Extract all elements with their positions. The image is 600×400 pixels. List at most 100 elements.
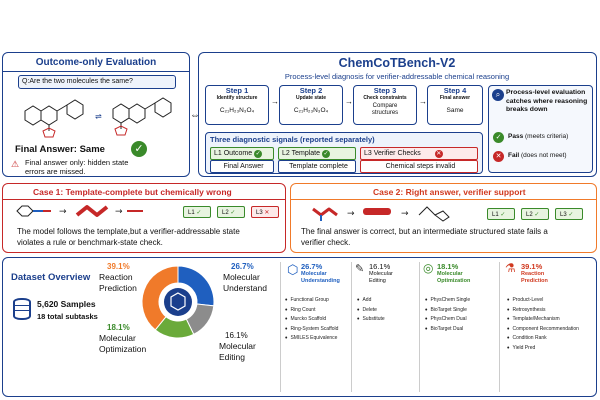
- arrow-right-icon: →: [419, 97, 427, 106]
- seg-understand-name1: Molecular: [223, 272, 260, 282]
- process-note-box: ⌕ Process-level evaluation catches where…: [488, 85, 593, 173]
- case2-l1-text: L1: [492, 212, 499, 218]
- list-item: Template/Mechanism: [507, 315, 579, 325]
- seg-editing-name1: Molecular: [219, 341, 256, 351]
- case2-l3-text: L3: [560, 212, 567, 218]
- pass-legend: Pass (meets criteria): [508, 133, 568, 140]
- step-1-value: C₂₁H₂₃N₃O₄: [219, 107, 255, 114]
- step-3-value: Compare structures: [371, 103, 399, 116]
- x-icon: ✕: [434, 150, 443, 158]
- case2-l2-text: L2: [526, 212, 533, 218]
- case1-l2-text: L2: [222, 210, 229, 216]
- seg-reaction-name2: Prediction: [99, 283, 137, 293]
- list-item: PhysChem Single: [425, 296, 470, 306]
- svg-text:→: →: [115, 207, 123, 217]
- case1-text-line2: violates a rule or benchmark-state check…: [17, 238, 163, 247]
- cat-reaction-pct: 39.1%: [521, 262, 543, 271]
- case1-l1-text: L1: [188, 210, 195, 216]
- case1-l2-pill: L2 ✓: [217, 206, 245, 218]
- cat-optimization-name2: Optimization: [437, 278, 471, 284]
- category-divider: [280, 262, 281, 392]
- svg-text:→: →: [401, 209, 409, 219]
- check-icon: ✓: [196, 210, 202, 216]
- check-icon: ✓: [534, 212, 540, 218]
- signal-l3-text: L3 Verifier Checks: [364, 150, 421, 157]
- seg-optimization-name2: Optimization: [99, 344, 147, 354]
- signals-title: Three diagnostic signals (reported separ…: [210, 135, 375, 144]
- seg-optimization-name1: Molecular: [99, 333, 136, 343]
- list-item: BioTarget Dual: [425, 325, 470, 335]
- outcome-note-line1: Final answer only: hidden state: [25, 158, 129, 167]
- outcome-title: Outcome-only Evaluation: [35, 57, 157, 68]
- signals-box: Three diagnostic signals (reported separ…: [205, 132, 483, 174]
- list-item: Functional Group: [285, 296, 338, 306]
- signal-l3-detail: Chemical steps invalid: [360, 160, 478, 173]
- seg-understand-name2: Understand: [223, 283, 267, 293]
- case1-text-line1: The model follows the template,but a ver…: [17, 227, 240, 236]
- cat-editing-list: Add Delete Substitute: [357, 296, 385, 325]
- magnifier-icon: ⌕: [492, 89, 504, 101]
- question-text: Q:Are the two molecules the same?: [22, 78, 133, 85]
- signal-l2-text: L2 Template: [282, 150, 321, 157]
- seg-understand-pct: 26.7%: [231, 262, 254, 271]
- seg-reaction-pct: 39.1%: [107, 262, 130, 271]
- fail-legend: Fail (does not meet): [508, 152, 567, 159]
- cat-reaction-list: Product-Level Retrosynthesis Template/Me…: [507, 296, 579, 353]
- signal-l1-label: L1 Outcome ✓: [210, 147, 274, 160]
- list-item: BioTarget Single: [425, 306, 470, 316]
- seg-editing-pct: 16.1%: [225, 331, 248, 340]
- warning-icon: ⚠: [11, 159, 20, 169]
- step-2-sub: Update state: [295, 95, 326, 101]
- hexagon-icon: ⬡: [287, 262, 299, 277]
- case1-title: Case 1: Template-complete but chemically…: [33, 187, 232, 197]
- step-4-sub: Final answer: [439, 95, 471, 101]
- check-icon: ✓: [321, 150, 330, 158]
- cat-understanding-pct: 26.7%: [301, 262, 323, 271]
- list-item: Substitute: [357, 315, 384, 325]
- case2-l2-pill: L2 ✓: [521, 208, 549, 220]
- donut-center-icon: [164, 288, 192, 316]
- list-item: Ring-System Scaffold: [285, 325, 338, 335]
- case2-l3-pill: L3 ✓: [555, 208, 583, 220]
- step-4-box: Step 4 Final answer Same: [427, 85, 483, 125]
- check-icon: ✓: [500, 212, 506, 218]
- fail-label: Fail: [508, 152, 520, 159]
- cat-optimization-pct: 18.1%: [437, 262, 459, 271]
- cat-understanding-list: Functional Group Ring Count Murcko Scaff…: [285, 296, 338, 344]
- bench-subtitle: Process-level diagnosis for verifier-add…: [284, 72, 510, 81]
- list-item: Condition Rank: [507, 334, 579, 344]
- step-1-box: Step 1 Identify structure C₂₁H₂₃N₃O₄: [205, 85, 269, 125]
- pass-note: (meets criteria): [525, 133, 569, 140]
- seg-optimization-pct: 18.1%: [107, 323, 130, 332]
- cat-understanding-name1: Molecular: [301, 271, 327, 277]
- case1-l3-text: L3: [256, 210, 263, 216]
- dataset-donut-chart: [141, 265, 215, 339]
- list-item: Delete: [357, 306, 385, 316]
- samples-count: 5,620 Samples: [37, 299, 96, 309]
- case1-title-underline: [3, 199, 285, 200]
- list-item: SMILES Equivalence: [285, 334, 338, 344]
- signal-l2-detail: Template complete: [278, 160, 356, 173]
- step-4-value: Same: [446, 107, 464, 114]
- step-3-sub: Check constraints: [363, 95, 407, 101]
- case1-l3-pill: L3 ✕: [251, 206, 279, 218]
- cat-reaction-name2: Prediction: [521, 278, 548, 284]
- seg-reaction-name1: Reaction: [99, 272, 133, 282]
- case1-molecule-image: → →: [16, 205, 143, 217]
- case1-l1-pill: L1 ✓: [183, 206, 211, 218]
- question-box: Q:Are the two molecules the same?: [18, 75, 176, 89]
- double-arrow-icon: ⇔: [190, 110, 200, 121]
- check-icon: ✓: [254, 150, 263, 158]
- hexagon-icon: [170, 292, 186, 311]
- category-divider: [419, 262, 420, 392]
- donut-slice-3: [141, 265, 179, 331]
- case2-title: Case 2: Right answer, verifier support: [373, 187, 526, 197]
- flask-icon: ⚗: [505, 261, 516, 275]
- case2-l1-pill: L1 ✓: [487, 208, 515, 220]
- step-2-head: Step 2: [299, 86, 323, 95]
- outcome-note-line2: errors are missed.: [25, 167, 86, 176]
- step-1-head: Step 1: [225, 86, 249, 95]
- arrow-right-icon: →: [345, 97, 353, 106]
- step-3-head: Step 3: [373, 86, 397, 95]
- molecule-pair-image: ⇌: [24, 97, 172, 138]
